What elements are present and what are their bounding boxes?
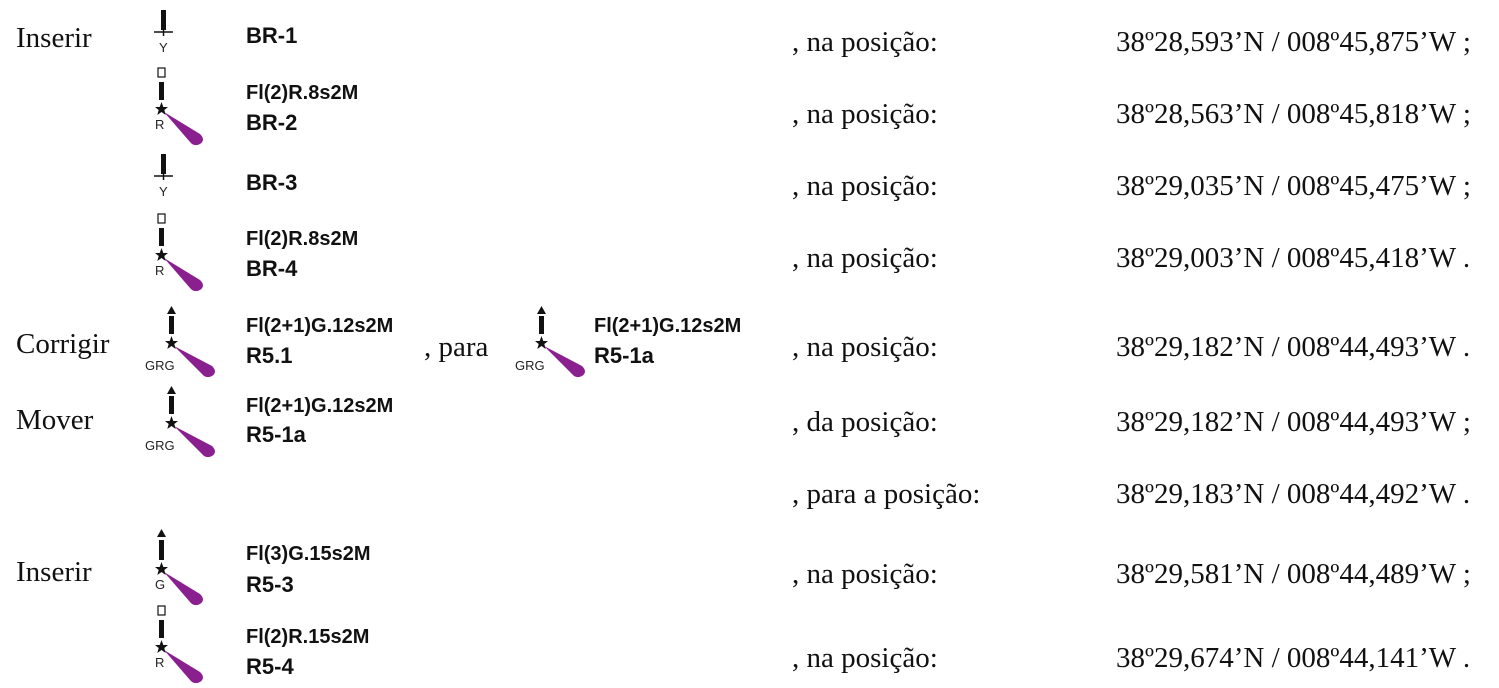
buoy-name: BR-3 (246, 170, 298, 195)
buoy-name: R5-3 (246, 572, 294, 597)
new-light-characteristic: Fl(2+1)G.12s2M (594, 315, 742, 337)
buoy-name: BR-1 (246, 23, 298, 48)
position-label: , na posição: (792, 170, 938, 202)
position-label: , na posição: (792, 26, 938, 58)
grg-light-buoy-icon: GRG (145, 306, 215, 378)
position-label: , na posição: (792, 98, 938, 130)
light-characteristic: Fl(2)R.8s2M (246, 228, 359, 250)
position-label: , na posição: (792, 642, 938, 674)
green-light-buoy-icon: G (155, 529, 203, 606)
light-characteristic: Fl(2)R.15s2M (246, 626, 370, 648)
symbol-letter: Y (159, 184, 168, 199)
coordinates: 38º28,563’N / 008º45,818’W ; (1116, 98, 1471, 130)
yellow-buoy-topmark-icon: Y (154, 10, 173, 55)
coordinates: 38º29,183’N / 008º44,492’W . (1116, 478, 1471, 510)
action-label: Mover (16, 404, 94, 436)
light-characteristic: Fl(2+1)G.12s2M (246, 315, 394, 337)
buoy-name: R5-4 (246, 654, 294, 679)
symbol-letter: G (155, 577, 165, 592)
red-light-buoy-icon: R (155, 605, 203, 684)
buoy-name: BR-4 (246, 256, 298, 281)
action-label: Inserir (16, 556, 92, 588)
light-characteristic: Fl(3)G.15s2M (246, 543, 371, 565)
red-light-buoy-icon: R (155, 213, 203, 292)
symbol-letter: R (155, 263, 164, 278)
light-characteristic: Fl(2+1)G.12s2M (246, 395, 394, 417)
coordinates: 38º29,581’N / 008º44,489’W ; (1116, 558, 1471, 590)
buoy-name: R5.1 (246, 343, 293, 368)
action-label: Inserir (16, 22, 92, 54)
coordinates: 38º29,182’N / 008º44,493’W ; (1116, 406, 1471, 438)
symbol-letter: GRG (145, 438, 175, 453)
position-label: , na posição: (792, 242, 938, 274)
position-label: , na posição: (792, 558, 938, 590)
position-label: , da posição: (792, 406, 938, 438)
coordinates: 38º29,182’N / 008º44,493’W . (1116, 331, 1471, 363)
new-buoy-name: R5-1a (594, 343, 654, 368)
action-label: Corrigir (16, 328, 110, 360)
symbol-letter: R (155, 117, 164, 132)
symbol-letter: R (155, 655, 164, 670)
buoy-name: R5-1a (246, 422, 306, 447)
position-label: , na posição: (792, 331, 938, 363)
grg-light-buoy-icon: GRG (515, 306, 585, 378)
light-characteristic: Fl(2)R.8s2M (246, 82, 359, 104)
coordinates: 38º28,593’N / 008º45,875’W ; (1116, 26, 1471, 58)
coordinates: 38º29,003’N / 008º45,418’W . (1116, 242, 1471, 274)
yellow-buoy-topmark-icon: Y (154, 154, 173, 199)
symbol-letter: Y (159, 40, 168, 55)
grg-light-buoy-icon: GRG (145, 386, 215, 458)
buoy-name: BR-2 (246, 110, 298, 135)
symbol-letter: GRG (515, 358, 545, 373)
coordinates: 38º29,674’N / 008º44,141’W . (1116, 642, 1471, 674)
coordinates: 38º29,035’N / 008º45,475’W ; (1116, 170, 1471, 202)
position-label: , para a posição: (792, 478, 981, 510)
red-light-buoy-icon: R (155, 67, 203, 146)
symbol-letter: GRG (145, 358, 175, 373)
connector-text: , para (424, 331, 489, 363)
